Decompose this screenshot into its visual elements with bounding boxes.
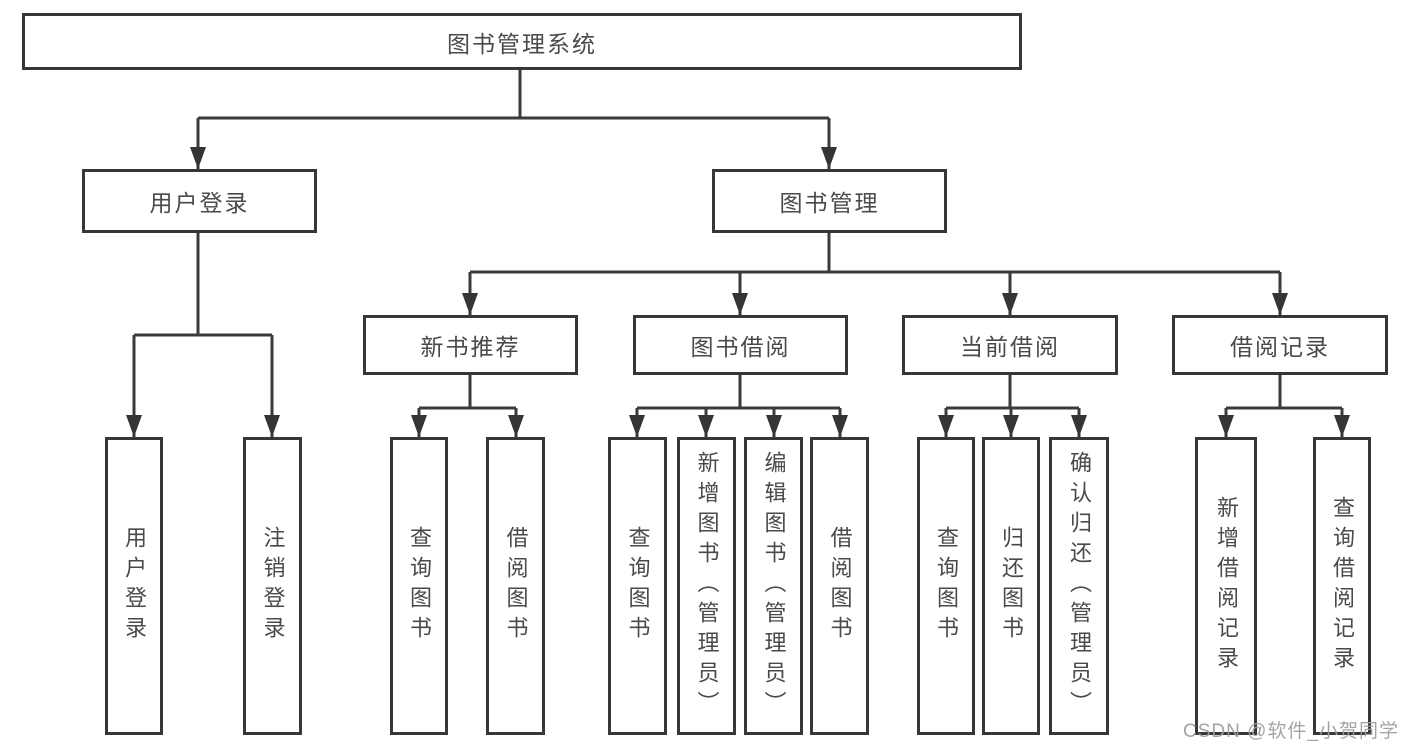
arrowhead: [462, 293, 478, 315]
node-user-login: 用户登录: [82, 169, 317, 233]
leaf-query-books-current: 查询图书: [917, 437, 975, 735]
leaf-query-books-rec: 查询图书: [390, 437, 448, 735]
leaf-edit-book-admin: 编辑图书（管理员）: [744, 437, 803, 735]
node-borrowing-records: 借阅记录: [1172, 315, 1388, 375]
arrowhead: [1002, 293, 1018, 315]
arrowhead: [821, 147, 837, 169]
arrowhead: [264, 415, 280, 437]
connector-root-to-level2: [196, 70, 831, 169]
arrowhead: [508, 415, 524, 437]
connector-userlogin-to-leaves: [132, 233, 274, 437]
leaf-add-book-admin: 新增图书（管理员）: [677, 437, 736, 735]
arrowhead: [1334, 415, 1350, 437]
node-book-management: 图书管理: [712, 169, 947, 233]
node-new-book-recommendation: 新书推荐: [363, 315, 578, 375]
csdn-watermark: CSDN @软件_小贺同学: [1183, 721, 1399, 742]
connector-newbookrec-to-leaves: [417, 375, 518, 437]
leaf-query-borrow-record: 查询借阅记录: [1313, 437, 1371, 735]
node-book-borrowing: 图书借阅: [633, 315, 848, 375]
arrowhead: [411, 415, 427, 437]
leaf-user-login: 用户登录: [105, 437, 163, 735]
arrowhead: [1218, 415, 1234, 437]
node-root-system: 图书管理系统: [22, 13, 1022, 70]
leaf-logout: 注销登录: [243, 437, 302, 735]
arrowhead: [732, 293, 748, 315]
leaf-borrow-books-rec: 借阅图书: [486, 437, 545, 735]
arrowhead: [766, 415, 782, 437]
arrowhead: [1071, 415, 1087, 437]
leaf-return-book: 归还图书: [982, 437, 1040, 735]
arrowhead: [629, 415, 645, 437]
connector-borrowrecords-to-leaves: [1224, 375, 1344, 437]
arrowhead: [190, 147, 206, 169]
leaf-confirm-return-admin: 确认归还（管理员）: [1049, 437, 1109, 735]
connector-bookmgmt-to-level3: [468, 233, 1282, 315]
arrowhead: [832, 415, 848, 437]
arrowhead: [126, 415, 142, 437]
leaf-query-books-borrow: 查询图书: [608, 437, 667, 735]
leaf-add-borrow-record: 新增借阅记录: [1195, 437, 1257, 735]
node-current-borrowing: 当前借阅: [902, 315, 1118, 375]
arrowhead: [938, 415, 954, 437]
arrowhead: [1272, 293, 1288, 315]
arrowhead: [1003, 415, 1019, 437]
arrowhead: [698, 415, 714, 437]
leaf-borrow-books: 借阅图书: [810, 437, 869, 735]
connector-bookborrow-to-leaves: [635, 375, 842, 437]
